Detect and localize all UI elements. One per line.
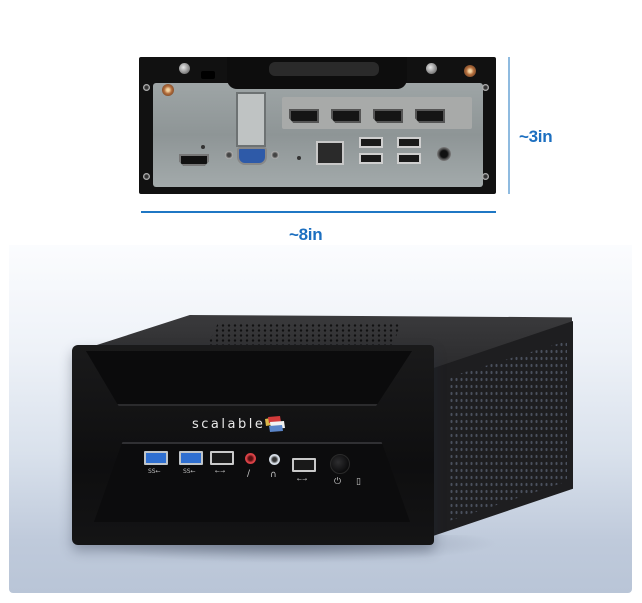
back-panel-image (139, 57, 496, 194)
audio-jack-icon (437, 147, 451, 161)
kensington-slot (201, 71, 215, 79)
mount-hole-icon (482, 173, 489, 180)
thumbscrew-icon (179, 63, 190, 74)
displayport-icon (289, 109, 319, 123)
usb-port-icon (397, 137, 421, 148)
hdmi-port-icon (179, 154, 209, 166)
microphone-jack-icon (245, 453, 256, 464)
width-dimension-line (141, 211, 496, 213)
mount-hole-icon (143, 173, 150, 180)
height-dimension-line (508, 57, 510, 194)
pcie-bracket (236, 92, 266, 147)
usb2-label: ←→ (297, 476, 308, 483)
height-dimension-label: ~3in (519, 127, 553, 146)
usb2-port-icon (292, 458, 316, 472)
mount-hole-icon (143, 84, 150, 91)
hdd-activity-icon: ▯ (356, 477, 361, 487)
headphone-icon: ∩ (270, 470, 277, 480)
antenna-connector-icon (464, 65, 476, 77)
back-panel-handle (269, 62, 379, 76)
mount-hole-icon (482, 84, 489, 91)
thumbscrew-icon (426, 63, 437, 74)
brand-logo-text: scalable (192, 417, 266, 432)
usb2-label: ←→ (215, 468, 226, 475)
gpu-bracket (282, 97, 472, 129)
usb-port-icon (359, 153, 383, 164)
ethernet-port-icon (316, 141, 344, 165)
usb3-label: SS← (148, 468, 161, 475)
case-front: scalable SS← SS← ←→ ∕ ∩ ←→ ⏻ ▯ (72, 345, 434, 545)
width-dimension-label: ~8in (289, 225, 323, 244)
usb3-port-icon (144, 451, 168, 465)
product-photo: scalable SS← SS← ←→ ∕ ∩ ←→ ⏻ ▯ (9, 245, 632, 593)
usb3-port-icon (179, 451, 203, 465)
indicator-hole (201, 145, 205, 149)
vga-port-icon (225, 145, 281, 167)
microphone-icon: ∕ (247, 469, 251, 479)
usb-port-icon (359, 137, 383, 148)
displayport-icon (415, 109, 445, 123)
indicator-hole (297, 156, 301, 160)
power-icon: ⏻ (334, 477, 342, 487)
antenna-connector-icon (162, 84, 174, 96)
brand-logo-icon (265, 416, 285, 432)
power-button[interactable] (330, 454, 350, 474)
usb2-port-icon (210, 451, 234, 465)
usb-port-icon (397, 153, 421, 164)
front-bezel-upper (86, 351, 412, 406)
displayport-icon (331, 109, 361, 123)
displayport-icon (373, 109, 403, 123)
usb3-label: SS← (183, 468, 196, 475)
headphone-jack-icon (269, 454, 280, 465)
